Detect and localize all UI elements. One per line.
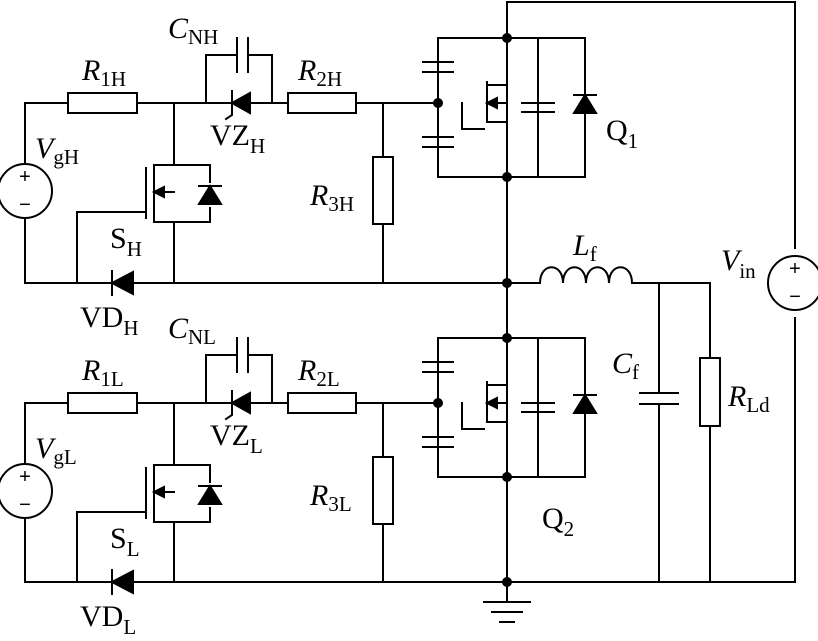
source-vgh: + −	[0, 163, 53, 219]
label-lf: Lf	[572, 229, 597, 266]
label-vdl: VDL	[80, 600, 136, 639]
label-vdh: VDH	[80, 301, 139, 340]
mosfet-sh	[76, 102, 223, 284]
label-vin: Vin	[721, 244, 756, 283]
label-r3h: R3H	[309, 179, 354, 216]
label-r2l: R2L	[297, 354, 340, 391]
label-vgl: VgL	[35, 432, 77, 469]
resistor-r1l	[67, 392, 138, 414]
rails	[24, 1, 796, 623]
svg-text:−: −	[19, 494, 31, 516]
svg-text:+: +	[19, 466, 31, 488]
resistor-r3l	[372, 456, 394, 525]
label-q2: Q2	[542, 502, 574, 541]
resistor-r1h	[67, 92, 138, 114]
labels: CNH R1H R2H VZH VgH SH R3H VDH Q1 Lf Vin…	[35, 12, 770, 639]
switch-q1	[422, 33, 598, 182]
mosfet-sl	[76, 402, 223, 583]
high-side-driver: + −	[0, 37, 439, 296]
label-sl: SL	[110, 522, 140, 561]
resistor-r2h	[287, 92, 357, 114]
label-sh: SH	[110, 222, 142, 261]
label-rld: RLd	[727, 380, 770, 417]
source-vgl: + −	[0, 463, 53, 519]
label-cnl: CNL	[168, 312, 216, 349]
capacitor-cf	[639, 392, 679, 405]
label-r1h: R1H	[81, 54, 126, 91]
label-r1l: R1L	[81, 354, 124, 391]
svg-text:−: −	[19, 194, 31, 216]
svg-text:+: +	[19, 166, 31, 188]
label-q1: Q1	[606, 114, 638, 153]
source-vin: + −	[767, 255, 818, 311]
output-stage: + −	[502, 255, 818, 587]
resistor-rld	[699, 357, 721, 427]
svg-text:−: −	[789, 286, 801, 308]
label-vzh: VZH	[210, 119, 265, 158]
capacitor-cnl	[236, 337, 249, 373]
label-r3l: R3L	[309, 479, 352, 516]
label-r2h: R2H	[297, 54, 342, 91]
low-side-driver: + −	[0, 337, 439, 595]
switch-q2	[422, 333, 598, 482]
inductor-lf	[538, 266, 634, 285]
capacitor-cnh	[236, 37, 249, 73]
zener-vzl	[224, 390, 251, 421]
label-cnh: CNH	[168, 12, 218, 49]
svg-text:+: +	[789, 258, 801, 280]
zener-vzh	[224, 90, 251, 121]
diode-vdl	[109, 569, 134, 595]
resistor-r3h	[372, 156, 394, 225]
label-vgh: VgH	[35, 132, 79, 169]
label-cf: Cf	[612, 347, 639, 384]
resistor-r2l	[287, 392, 357, 414]
label-vzl: VZL	[210, 419, 263, 458]
diode-vdh	[109, 270, 134, 296]
